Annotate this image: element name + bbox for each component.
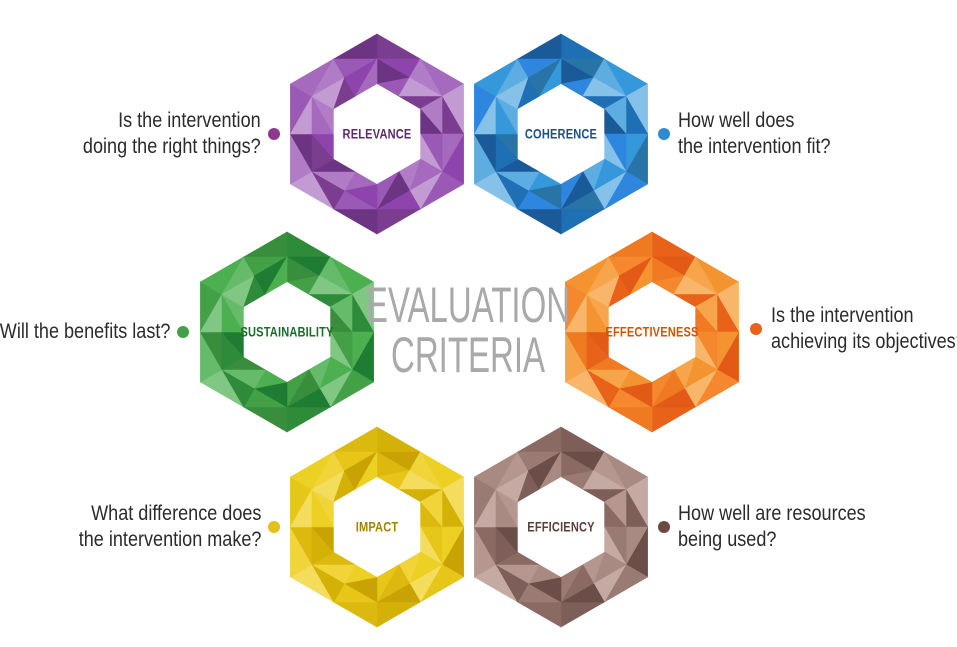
- efficiency-facet: [516, 426, 562, 453]
- sustainability-facet: [264, 255, 288, 296]
- relevance-facet: [332, 33, 378, 60]
- impact-facet: [376, 426, 422, 453]
- sustainability-inner-hole: [243, 282, 331, 382]
- sustainability-question: Will the benefits last?: [0, 320, 170, 343]
- relevance-facet: [376, 208, 422, 235]
- effectiveness-label: EFFECTIVENESS: [605, 324, 699, 340]
- effectiveness-facet: [607, 406, 653, 433]
- efficiency-hexagon: [473, 426, 649, 628]
- relevance-label: RELEVANCE: [342, 126, 412, 142]
- effectiveness-facet: [629, 255, 653, 296]
- efficiency-facet: [516, 601, 562, 628]
- coherence-label: COHERENCE: [524, 126, 598, 142]
- relevance-inner-hole: [333, 84, 421, 184]
- coherence-facet: [560, 33, 606, 60]
- relevance-bullet-icon: [268, 128, 280, 140]
- effectiveness-question: Is the intervention achieving its object…: [771, 304, 957, 353]
- relevance-hexagon: [289, 33, 465, 235]
- impact-question: What difference does the intervention ma…: [78, 502, 262, 551]
- effectiveness-bullet-icon: [750, 323, 762, 335]
- sustainability-facet: [286, 406, 332, 433]
- impact-bullet-icon: [268, 521, 280, 533]
- coherence-facet: [538, 57, 562, 98]
- sustainability-facet: [242, 406, 288, 433]
- efficiency-label: EFFICIENCY: [527, 519, 595, 535]
- effectiveness-hexagon: [564, 231, 740, 433]
- sustainability-hexagon: [199, 231, 375, 433]
- coherence-hexagon: [473, 33, 649, 235]
- effectiveness-facet: [607, 231, 653, 258]
- relevance-facet: [354, 57, 378, 98]
- sustainability-bullet-icon: [177, 326, 189, 338]
- impact-facet: [376, 601, 422, 628]
- relevance-question: Is the intervention doing the right thin…: [83, 109, 261, 158]
- efficiency-facet: [538, 450, 562, 491]
- efficiency-facet: [560, 426, 606, 453]
- efficiency-inner-hole: [517, 477, 605, 577]
- coherence-inner-hole: [517, 84, 605, 184]
- coherence-bullet-icon: [658, 128, 670, 140]
- impact-facet: [354, 450, 378, 491]
- efficiency-facet: [560, 601, 606, 628]
- sustainability-facet: [286, 231, 332, 258]
- impact-hexagon: [289, 426, 465, 628]
- efficiency-question: How well are resources being used?: [678, 502, 866, 551]
- coherence-facet: [516, 33, 562, 60]
- center-title-line2: CRITERIA: [390, 327, 546, 383]
- impact-inner-hole: [333, 477, 421, 577]
- center-title-line1: EVALUATION: [365, 277, 571, 333]
- impact-facet: [332, 426, 378, 453]
- coherence-question: How well does the intervention fit?: [678, 109, 831, 158]
- sustainability-facet: [242, 231, 288, 258]
- effectiveness-inner-hole: [608, 282, 696, 382]
- relevance-facet: [332, 208, 378, 235]
- impact-facet: [332, 601, 378, 628]
- center-title: EVALUATION CRITERIA: [366, 280, 570, 380]
- effectiveness-facet: [651, 406, 697, 433]
- coherence-facet: [560, 208, 606, 235]
- coherence-facet: [516, 208, 562, 235]
- efficiency-bullet-icon: [658, 521, 670, 533]
- effectiveness-facet: [651, 231, 697, 258]
- sustainability-label: SUSTAINABILITY: [240, 324, 334, 340]
- impact-label: IMPACT: [355, 519, 399, 535]
- relevance-facet: [376, 33, 422, 60]
